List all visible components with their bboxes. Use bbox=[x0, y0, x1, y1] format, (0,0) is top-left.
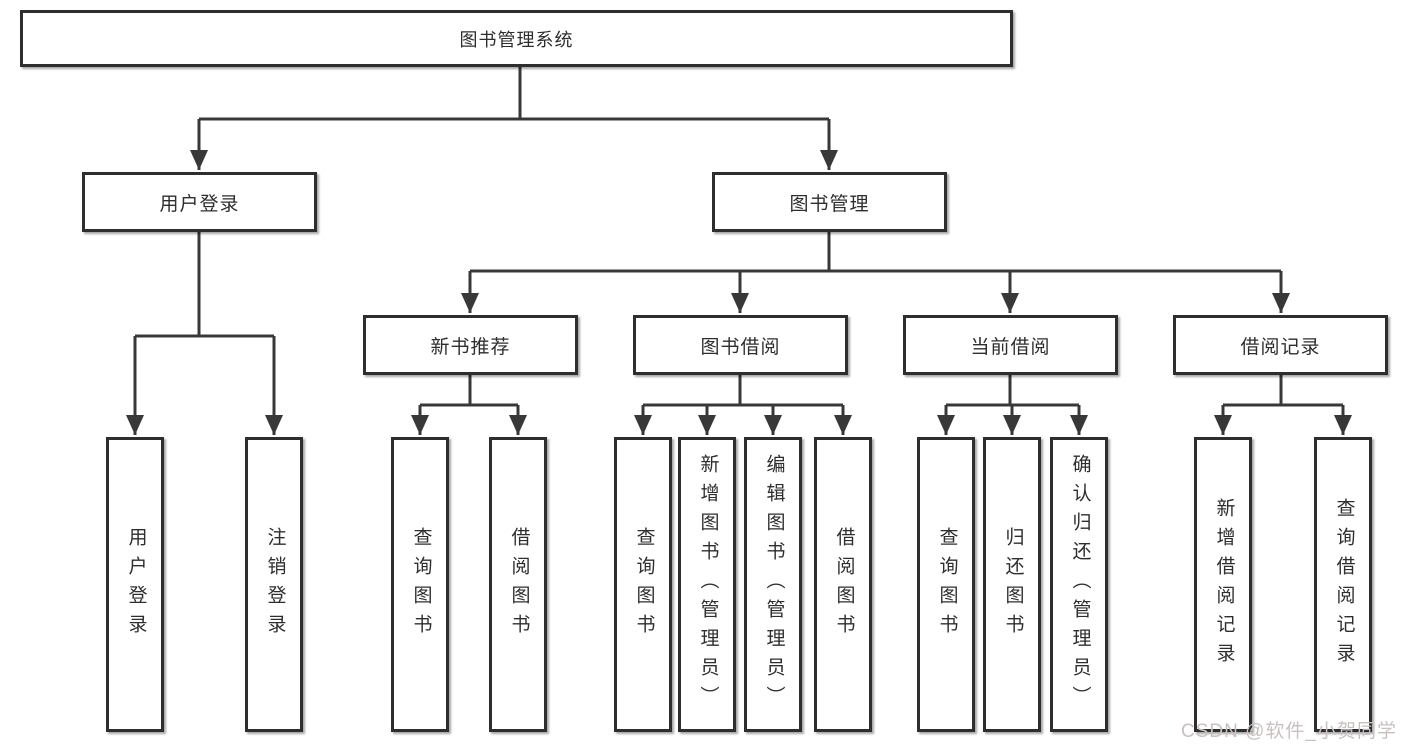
connector-root-bus bbox=[199, 67, 829, 121]
leaf-add-books-admin-label: 新增图书（管理员） bbox=[697, 454, 719, 715]
node-new-book-recommend: 新书推荐 bbox=[363, 315, 578, 375]
node-current-borrow: 当前借阅 bbox=[903, 315, 1118, 375]
node-borrow-records-label: 借阅记录 bbox=[1240, 336, 1321, 358]
leaf-add-books-admin: 新增图书（管理员） bbox=[678, 437, 736, 732]
node-root-label: 图书管理系统 bbox=[459, 29, 574, 50]
leaf-borrow-books-borrow: 借阅图书 bbox=[814, 437, 872, 732]
csdn-watermark: CSDN @软件_小贺同学 bbox=[1181, 721, 1397, 742]
leaf-query-borrow-record: 查询借阅记录 bbox=[1314, 437, 1372, 732]
leaf-borrow-books-recommend-label: 借阅图书 bbox=[508, 526, 530, 643]
connector-user-login-bus bbox=[135, 232, 274, 338]
connector-book-borrow-bus bbox=[643, 375, 843, 407]
node-book-borrow: 图书借阅 bbox=[633, 315, 848, 375]
connector-book-management-bus bbox=[470, 232, 1281, 273]
node-new-book-recommend-label: 新书推荐 bbox=[430, 336, 511, 358]
leaf-query-books-recommend-label: 查询图书 bbox=[410, 526, 432, 643]
leaf-query-books-recommend: 查询图书 bbox=[391, 437, 449, 732]
leaf-borrow-books-recommend: 借阅图书 bbox=[489, 437, 547, 732]
leaf-add-borrow-record-label: 新增借阅记录 bbox=[1213, 497, 1235, 672]
node-user-login-label: 用户登录 bbox=[159, 193, 240, 215]
leaf-logout: 注销登录 bbox=[245, 437, 303, 732]
leaf-borrow-books-borrow-label: 借阅图书 bbox=[833, 526, 855, 643]
connector-new-book-bus bbox=[420, 375, 518, 407]
leaf-edit-books-admin: 编辑图书（管理员） bbox=[744, 437, 802, 732]
node-book-management-label: 图书管理 bbox=[789, 193, 870, 215]
node-user-login: 用户登录 bbox=[82, 172, 317, 232]
node-borrow-records: 借阅记录 bbox=[1173, 315, 1388, 375]
leaf-return-books: 归还图书 bbox=[983, 437, 1041, 732]
leaf-confirm-return-admin: 确认归还（管理员） bbox=[1050, 437, 1108, 732]
leaf-return-books-label: 归还图书 bbox=[1002, 526, 1024, 643]
leaf-query-books-current-label: 查询图书 bbox=[936, 526, 958, 643]
leaf-user-login-label: 用户登录 bbox=[125, 526, 147, 643]
leaf-edit-books-admin-label: 编辑图书（管理员） bbox=[763, 454, 785, 715]
leaf-query-books-borrow-label: 查询图书 bbox=[633, 526, 655, 643]
leaf-logout-label: 注销登录 bbox=[264, 526, 286, 643]
leaf-query-books-current: 查询图书 bbox=[917, 437, 975, 732]
leaf-query-books-borrow: 查询图书 bbox=[614, 437, 672, 732]
leaf-confirm-return-admin-label: 确认归还（管理员） bbox=[1069, 454, 1091, 715]
leaf-query-borrow-record-label: 查询借阅记录 bbox=[1333, 497, 1355, 672]
connector-current-borrow-bus bbox=[946, 375, 1079, 407]
leaf-user-login: 用户登录 bbox=[106, 437, 164, 732]
connector-borrow-records-bus bbox=[1223, 375, 1343, 407]
leaf-add-borrow-record: 新增借阅记录 bbox=[1194, 437, 1252, 732]
node-book-borrow-label: 图书借阅 bbox=[700, 336, 781, 358]
node-root: 图书管理系统 bbox=[20, 10, 1013, 67]
node-book-management: 图书管理 bbox=[712, 172, 947, 232]
node-current-borrow-label: 当前借阅 bbox=[970, 336, 1051, 358]
